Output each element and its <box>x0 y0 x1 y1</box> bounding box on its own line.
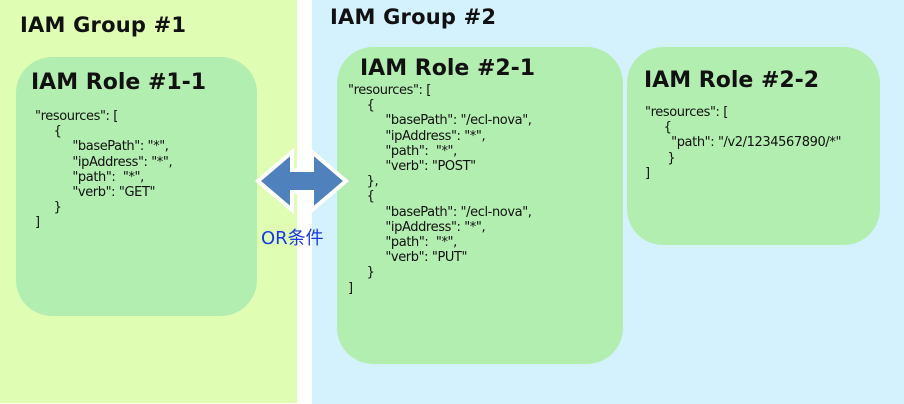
double-arrow-icon <box>254 148 350 214</box>
role-title: IAM Role #2-1 <box>360 56 536 81</box>
iam-group-1: IAM Group #1 IAM Role #1-1 "resources": … <box>0 0 297 403</box>
role-policy-json: "resources": [ { "basePath": "*", "ipAdd… <box>35 109 173 231</box>
role-title: IAM Role #1-1 <box>31 70 207 95</box>
role-policy-json: "resources": [ { "path": "/v2/1234567890… <box>645 105 842 181</box>
role-title: IAM Role #2-2 <box>644 68 820 93</box>
or-condition-label: OR条件 <box>261 228 324 249</box>
iam-group-2: IAM Group #2 IAM Role #2-1 "resources": … <box>312 0 904 404</box>
group-title: IAM Group #1 <box>20 13 187 37</box>
iam-role-2-1: IAM Role #2-1 "resources": [ { "basePath… <box>337 47 623 364</box>
iam-role-1-1: IAM Role #1-1 "resources": [ { "basePath… <box>16 57 257 316</box>
role-policy-json: "resources": [ { "basePath": "/ecl-nova"… <box>348 83 532 296</box>
group-title: IAM Group #2 <box>330 5 497 29</box>
iam-role-2-2: IAM Role #2-2 "resources": [ { "path": "… <box>627 47 880 245</box>
